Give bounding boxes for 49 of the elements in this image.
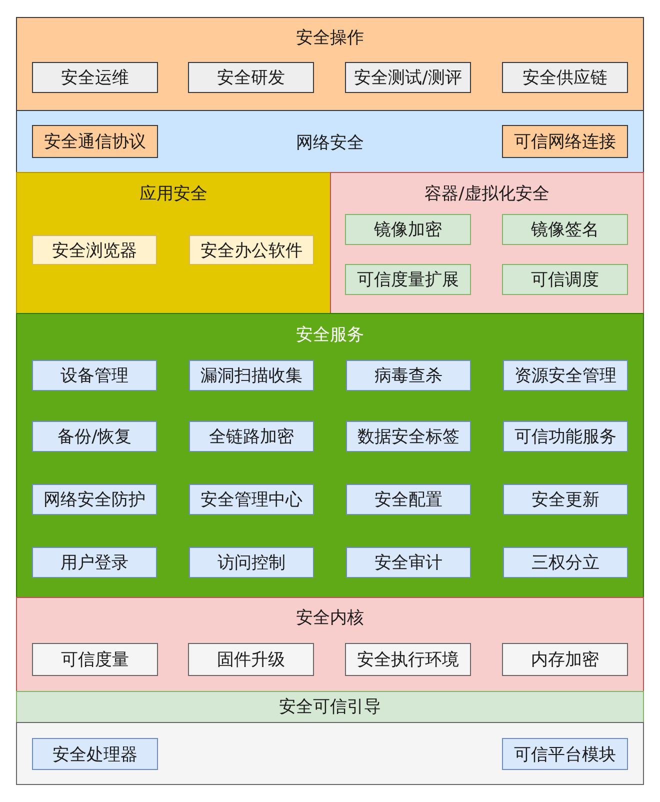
module-box: 安全更新: [503, 484, 628, 515]
module-box: 访问控制: [189, 547, 314, 578]
module-box: 安全供应链: [502, 62, 628, 93]
module-box: 可信功能服务: [503, 421, 628, 452]
layer-band: [16, 691, 644, 723]
module-box: 安全配置: [346, 484, 471, 515]
module-box: 设备管理: [32, 360, 157, 391]
module-box: 可信平台模块: [502, 738, 628, 770]
layer-band: [16, 172, 331, 314]
module-box: 镜像签名: [502, 214, 628, 245]
layer-title: 安全操作: [296, 28, 364, 48]
layer-band: [16, 313, 644, 598]
module-box: 漏洞扫描收集: [189, 360, 314, 391]
layer-title: 应用安全: [140, 184, 208, 204]
module-box: 固件升级: [188, 643, 314, 676]
module-box: 安全测试/测评: [345, 62, 471, 93]
layer-band: [330, 172, 644, 314]
layer-band: [16, 17, 644, 111]
module-box: 安全处理器: [32, 738, 158, 770]
module-box: 三权分立: [503, 547, 628, 578]
module-box: 用户登录: [32, 547, 157, 578]
module-box: 病毒查杀: [346, 360, 471, 391]
module-box: 安全研发: [188, 62, 314, 93]
module-box: 内存加密: [502, 643, 628, 676]
module-box: 安全办公软件: [189, 235, 314, 265]
module-box: 安全运维: [32, 62, 158, 93]
module-box: 可信网络连接: [502, 125, 628, 158]
module-box: 可信调度: [502, 264, 628, 295]
module-box: 备份/恢复: [32, 421, 157, 452]
module-box: 全链路加密: [189, 421, 314, 452]
module-box: 可信度量扩展: [345, 264, 471, 295]
layer-band: [16, 722, 644, 785]
module-box: 安全通信协议: [32, 125, 158, 158]
layer-title: 容器/虚拟化安全: [424, 184, 550, 204]
layer-title: 安全可信引导: [279, 697, 381, 717]
layer-title: 安全内核: [296, 608, 364, 628]
module-box: 可信度量: [32, 643, 158, 676]
module-box: 安全浏览器: [32, 235, 157, 265]
module-box: 数据安全标签: [346, 421, 471, 452]
layer-title: 网络安全: [296, 133, 364, 153]
module-box: 镜像加密: [345, 214, 471, 245]
layer-band: [16, 110, 644, 173]
module-box: 安全执行环境: [345, 643, 471, 676]
layer-title: 安全服务: [296, 325, 364, 345]
layer-band: [16, 597, 644, 692]
module-box: 资源安全管理: [503, 360, 628, 391]
module-box: 网络安全防护: [32, 484, 157, 515]
module-box: 安全审计: [346, 547, 471, 578]
module-box: 安全管理中心: [189, 484, 314, 515]
